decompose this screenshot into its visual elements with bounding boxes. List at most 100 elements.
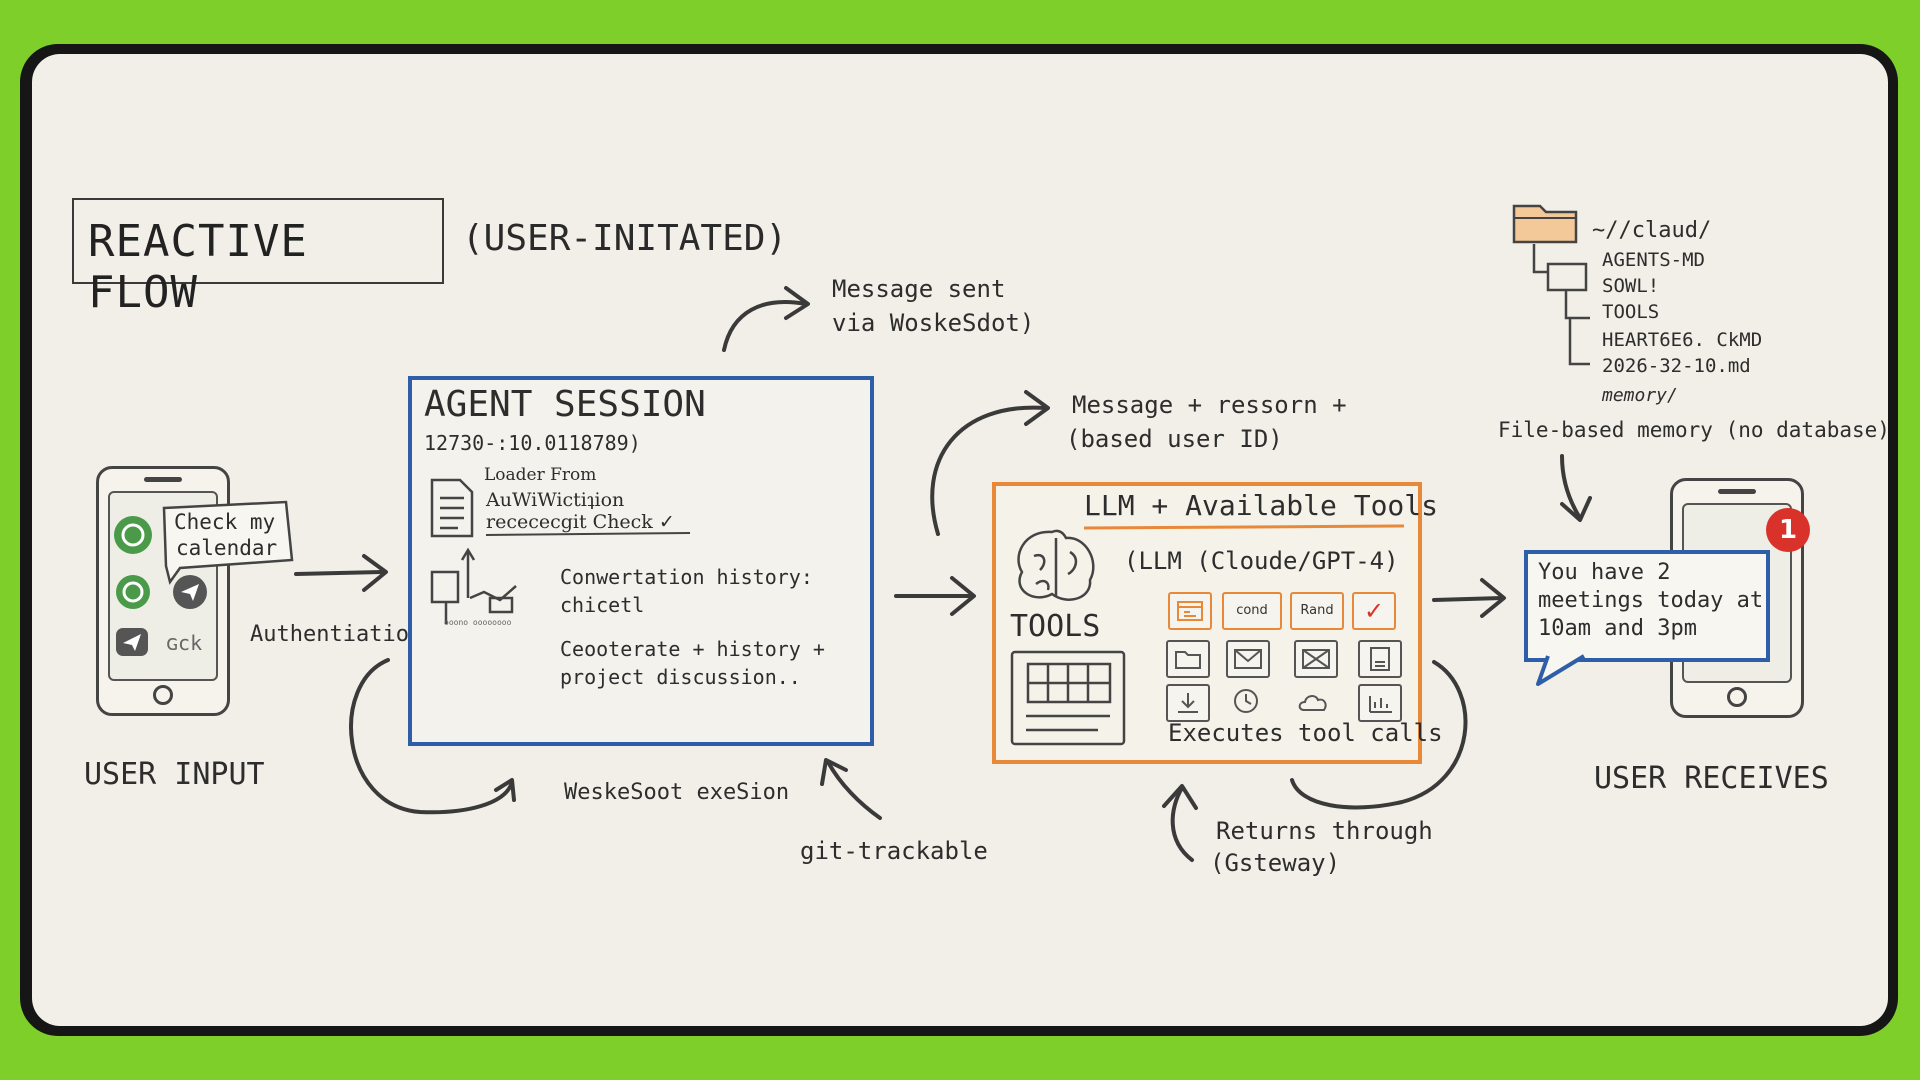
arrow-llm-to-user-head xyxy=(1480,578,1506,618)
notification-badge: 1 xyxy=(1766,508,1810,552)
agent-session-id: 12730-:10.0118789) xyxy=(424,431,641,455)
user-input-label: USER INPUT xyxy=(84,757,265,792)
chart-icon xyxy=(1369,696,1392,713)
envelope-icon xyxy=(1302,649,1330,669)
loaded-from-line-2: AuWiWictiʇion xyxy=(486,489,625,511)
tools-label: TOOLS xyxy=(1010,609,1101,644)
arrow-git-trackable-head xyxy=(820,758,848,786)
folder-icon-large xyxy=(1512,204,1578,244)
executes-tool-calls-label: Executes tool calls xyxy=(1168,719,1443,747)
arrow-git-trackable xyxy=(826,760,882,820)
tool-tile-cloud xyxy=(1294,684,1334,718)
tool-tile-download xyxy=(1166,684,1210,722)
arrow-llm-to-user xyxy=(1432,596,1504,602)
message-person-line-2: (based user ID) xyxy=(1066,425,1283,453)
cooperate-line-1: Ceooterate + history + xyxy=(560,637,825,661)
doc-caption: ooono oooooooo xyxy=(444,618,512,627)
message-sent-line-2: via WoskeSdot) xyxy=(832,309,1035,337)
arrow-session-to-llm-head xyxy=(950,576,976,616)
folder-icon xyxy=(1175,651,1201,669)
memory-file-daily-log: 2026-32-10.md xyxy=(1602,355,1751,377)
tool-tile-clock xyxy=(1226,684,1266,718)
memory-tree-lines xyxy=(1532,244,1590,366)
cooperate-line-2: project discussion.. xyxy=(560,665,801,689)
arrow-message-person-head xyxy=(1024,390,1050,426)
phone-icon-label: ɢck xyxy=(166,631,203,655)
tool-tile-calendar xyxy=(1168,592,1212,630)
reply-line-1: You have 2 xyxy=(1538,560,1671,585)
message-person-line-1: Message + ressorn + xyxy=(1072,391,1347,419)
loaded-from-line-3: recececgit Check ✓ xyxy=(486,511,675,533)
tool-tile-envelope xyxy=(1294,640,1338,678)
memory-file-agents: AGENTS-MD xyxy=(1602,249,1705,271)
bubble-line-1: Check my xyxy=(174,510,276,534)
agent-session-box xyxy=(408,376,874,746)
bubble-line-2: calendar xyxy=(176,536,278,560)
message-sent-line-1: Message sent xyxy=(832,275,1006,303)
diagram-sketch-icon xyxy=(430,547,517,624)
loaded-from-line-1: Loader From xyxy=(484,465,597,485)
brain-icon xyxy=(1017,529,1095,601)
phone-home-button xyxy=(153,685,173,705)
tools-board-icon xyxy=(1010,650,1126,746)
memory-folder: memory/ xyxy=(1602,385,1678,406)
telegram-icon-2 xyxy=(116,628,148,656)
authentication-label: Authentiation xyxy=(250,622,423,647)
telegram-icon xyxy=(173,575,207,609)
arrow-returns-gateway-head xyxy=(1162,784,1198,810)
paper-background xyxy=(32,54,1888,1026)
llm-model-label: (LLM (Cloude/GPT-4) xyxy=(1124,547,1399,575)
user-receives-label: USER RECEIVES xyxy=(1594,761,1829,796)
mail-icon xyxy=(1234,649,1262,669)
page-subtitle: (USER-INITATED) xyxy=(462,218,788,259)
arrow-session-loop-head xyxy=(494,778,516,802)
page-title: REACTIVE FLOW xyxy=(88,216,308,318)
reply-line-3: 10am and 3pm xyxy=(1538,616,1697,641)
conversation-line-2: chicetl xyxy=(560,593,645,617)
whatsapp-icon xyxy=(114,516,152,554)
download-icon xyxy=(1178,693,1198,713)
returns-line-2: (Gsteway) xyxy=(1210,849,1341,877)
memory-file-soul: SOWL! xyxy=(1602,275,1660,297)
git-trackable-label: git-trackable xyxy=(800,837,988,865)
document-icon-small xyxy=(1370,647,1390,671)
document-icon xyxy=(430,478,474,538)
phone-speaker xyxy=(144,477,182,482)
loaded-from-underline xyxy=(485,532,691,536)
arrow-returns-gateway xyxy=(1170,786,1194,862)
title-box: REACTIVE FLOW xyxy=(72,198,444,318)
memory-file-heartbeat: HEART6E6. CkMD xyxy=(1602,329,1763,351)
clock-icon xyxy=(1234,689,1258,713)
tool-tile-rand: Rand xyxy=(1290,592,1344,630)
arrow-session-loop xyxy=(349,658,514,815)
arrow-message-person xyxy=(930,405,1048,536)
phone-home-button-2 xyxy=(1727,687,1747,707)
tool-tile-document xyxy=(1358,640,1402,678)
arrow-memory-to-user xyxy=(1560,454,1582,520)
whatsapp-icon-2 xyxy=(116,575,150,609)
memory-path: ~//claud/ xyxy=(1592,218,1712,243)
arrow-message-sent xyxy=(722,300,808,352)
reply-line-2: meetings today at xyxy=(1538,588,1764,613)
arrow-input-to-session xyxy=(294,570,386,576)
tool-tile-chart xyxy=(1358,684,1402,722)
calendar-icon xyxy=(1177,601,1203,621)
memory-caption: File-based memory (no database) xyxy=(1498,418,1890,442)
memory-file-tools: TOOLS xyxy=(1602,301,1660,323)
cloud-icon xyxy=(1298,695,1327,711)
agent-session-title: AGENT SESSION xyxy=(424,384,706,425)
phone-speaker-2 xyxy=(1718,489,1756,494)
tool-tile-cond: cond xyxy=(1222,592,1282,630)
tool-tile-mail xyxy=(1226,640,1270,678)
arrow-message-sent-head xyxy=(784,286,810,320)
arrow-returns-loop xyxy=(1290,660,1468,810)
arrow-input-to-session-head xyxy=(362,554,388,592)
arrow-memory-to-user-head xyxy=(1560,496,1592,522)
conversation-line-1: Conwertation history: xyxy=(560,565,813,589)
